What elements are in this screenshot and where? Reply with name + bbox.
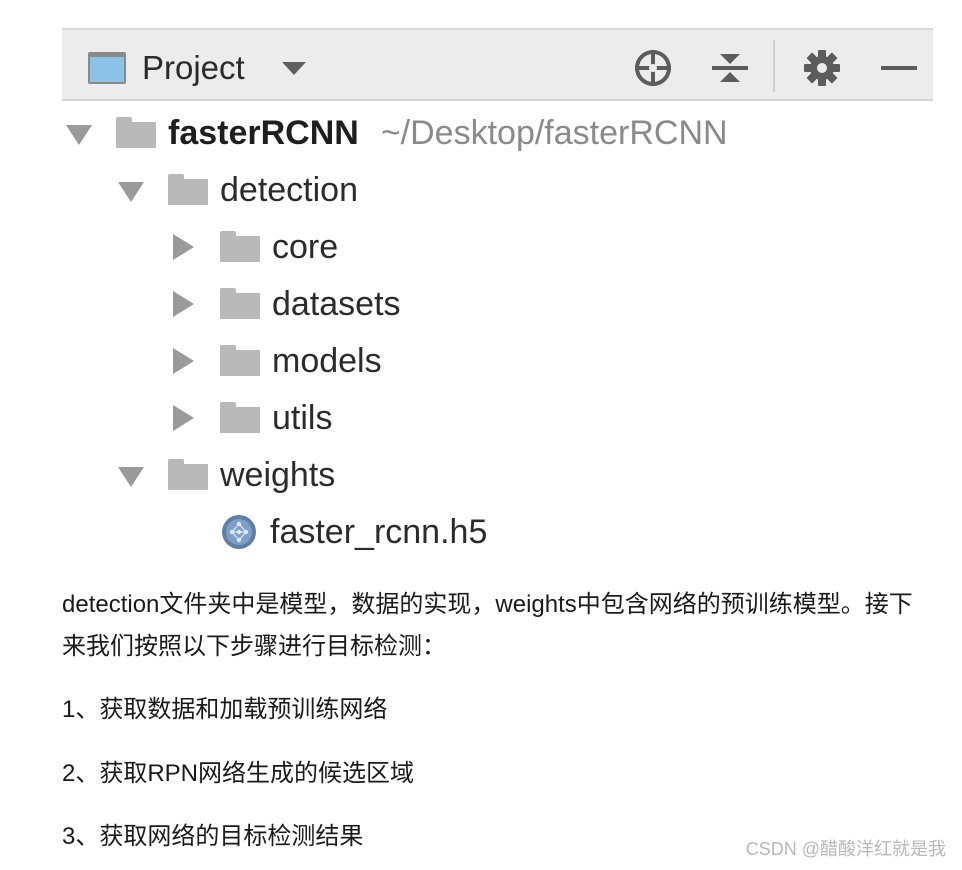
tree-node-path: ~/Desktop/fasterRCNN [380,113,728,152]
project-tool-window: Project [62,28,933,558]
tree-node-label: weights [220,455,336,494]
gear-icon[interactable] [800,46,844,90]
crosshair-icon[interactable] [631,46,675,90]
collapse-arrow-icon[interactable] [170,290,196,317]
chevron-down-icon[interactable] [282,62,306,75]
tree-node-detection[interactable]: detection [118,161,358,218]
tree-node-label: fasterRCNN [168,113,359,152]
model-file-icon [220,513,258,551]
folder-icon [168,174,208,205]
expand-arrow-icon[interactable] [66,120,92,146]
tree-node-label: models [272,341,382,380]
tree-node-label: utils [272,398,333,437]
toggle-spacer [170,519,196,545]
minimize-icon[interactable] [877,46,921,90]
project-header: Project [62,28,933,101]
expand-arrow-icon[interactable] [118,462,144,488]
step-item: 2、获取RPN网络生成的候选区域 [62,760,415,787]
toolbar-separator [773,40,775,92]
expand-arrow-icon[interactable] [118,177,144,203]
tree-node-datasets[interactable]: datasets [170,275,401,332]
tree-node-weights[interactable]: weights [118,446,335,503]
step-item: 1、获取数据和加载预训练网络 [62,696,388,723]
tree-node-label: datasets [272,284,401,323]
tree-node-label: faster_rcnn.h5 [270,512,488,551]
collapse-arrow-icon[interactable] [170,404,196,431]
tree-node-root[interactable]: fasterRCNN ~/Desktop/fasterRCNN [66,104,728,161]
tree-node-core[interactable]: core [170,218,338,275]
folder-icon [220,402,260,433]
tree-node-utils[interactable]: utils [170,389,332,446]
tree-node-label: detection [220,170,358,209]
intro-paragraph: detection文件夹中是模型，数据的实现，weights中包含网络的预训练模… [62,591,913,660]
step-item: 3、获取网络的目标检测结果 [62,823,364,850]
folder-icon [116,117,156,148]
collapse-all-icon[interactable] [708,46,752,90]
tree-node-file[interactable]: faster_rcnn.h5 [170,503,487,560]
watermark: CSDN @醋酸洋红就是我 [745,839,946,859]
tree-node-label: core [272,227,339,266]
folder-icon [220,345,260,376]
collapse-arrow-icon[interactable] [170,233,196,260]
folder-icon [220,288,260,319]
folder-icon [220,231,260,262]
tree-node-models[interactable]: models [170,332,382,389]
project-view-title[interactable]: Project [142,49,245,86]
project-view-icon [88,52,126,84]
collapse-arrow-icon[interactable] [170,347,196,374]
folder-icon [168,459,208,490]
